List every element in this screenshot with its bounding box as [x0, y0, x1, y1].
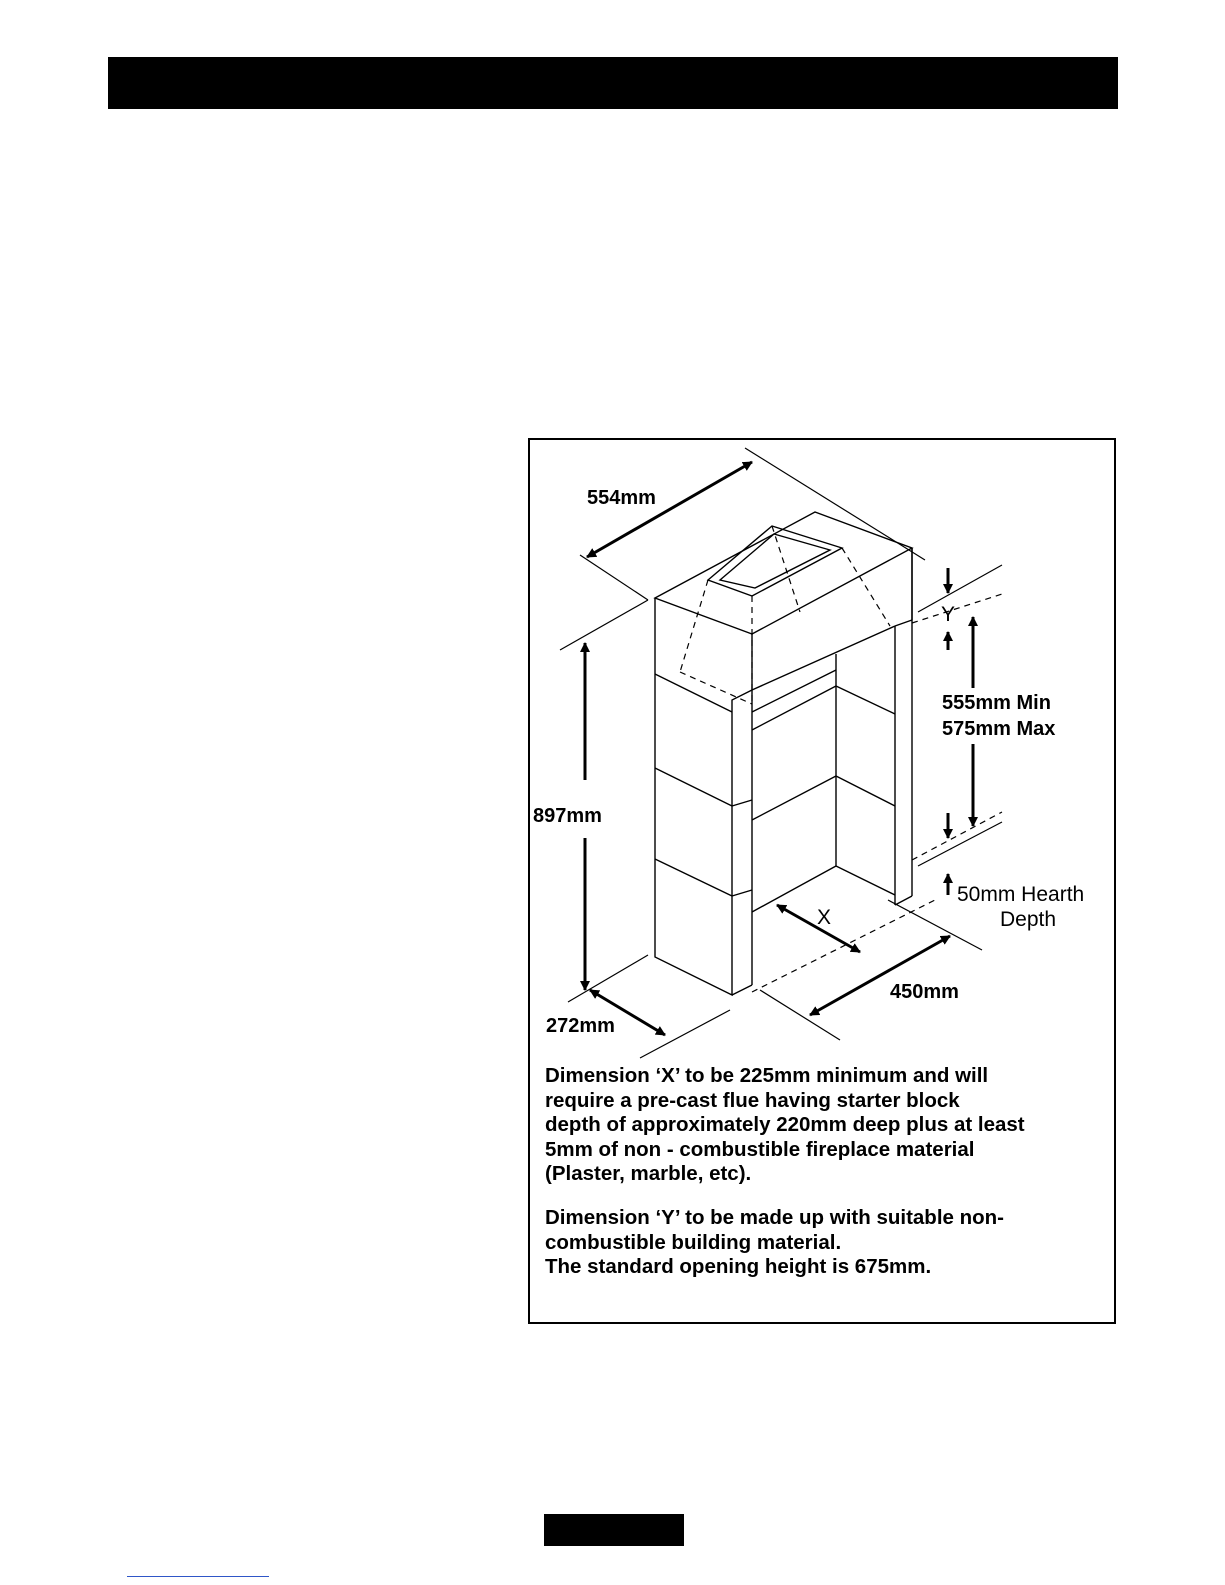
label-side-depth: 272mm — [546, 1015, 615, 1037]
label-height: 897mm — [533, 805, 602, 827]
label-y-marker: Y — [941, 603, 955, 626]
label-x-marker: X — [817, 906, 831, 929]
dimension-arrows — [580, 460, 978, 1037]
label-hearth-line2: Depth — [1000, 908, 1056, 931]
note-x-line: depth of approximately 220mm deep plus a… — [545, 1113, 1025, 1136]
note-dimension-y: Dimension ‘Y’ to be made up with suitabl… — [545, 1206, 1105, 1280]
note-y-line: The standard opening height is 675mm. — [545, 1255, 932, 1278]
note-x-line: 5mm of non - combustible fireplace mater… — [545, 1137, 975, 1161]
label-opening-min: 555mm Min — [942, 692, 1051, 714]
note-y-line: Dimension ‘Y’ to be made up with suitabl… — [545, 1206, 1005, 1229]
note-x-line: (Plaster, marble, etc). — [545, 1162, 752, 1185]
figure-frame — [528, 438, 1116, 1324]
fireplace-structure — [653, 511, 914, 997]
page-number-box — [544, 1514, 684, 1546]
note-dimension-x: Dimension ‘X’ to be 225mm minimum and wi… — [545, 1064, 1105, 1187]
label-opening-width: 450mm — [890, 981, 959, 1003]
footer-link-underline[interactable] — [127, 1576, 269, 1577]
extension-lines — [559, 447, 1003, 1059]
label-top-width: 554mm — [587, 487, 656, 509]
label-hearth-line1: 50mm Hearth — [957, 883, 1084, 906]
header-bar — [108, 57, 1118, 109]
note-x-line: require a pre-cast flue having starter b… — [545, 1088, 960, 1112]
note-x-line: Dimension ‘X’ to be 225mm minimum and wi… — [545, 1064, 989, 1087]
label-opening-max: 575mm Max — [942, 718, 1055, 740]
note-y-line: combustible building material. — [545, 1230, 842, 1254]
